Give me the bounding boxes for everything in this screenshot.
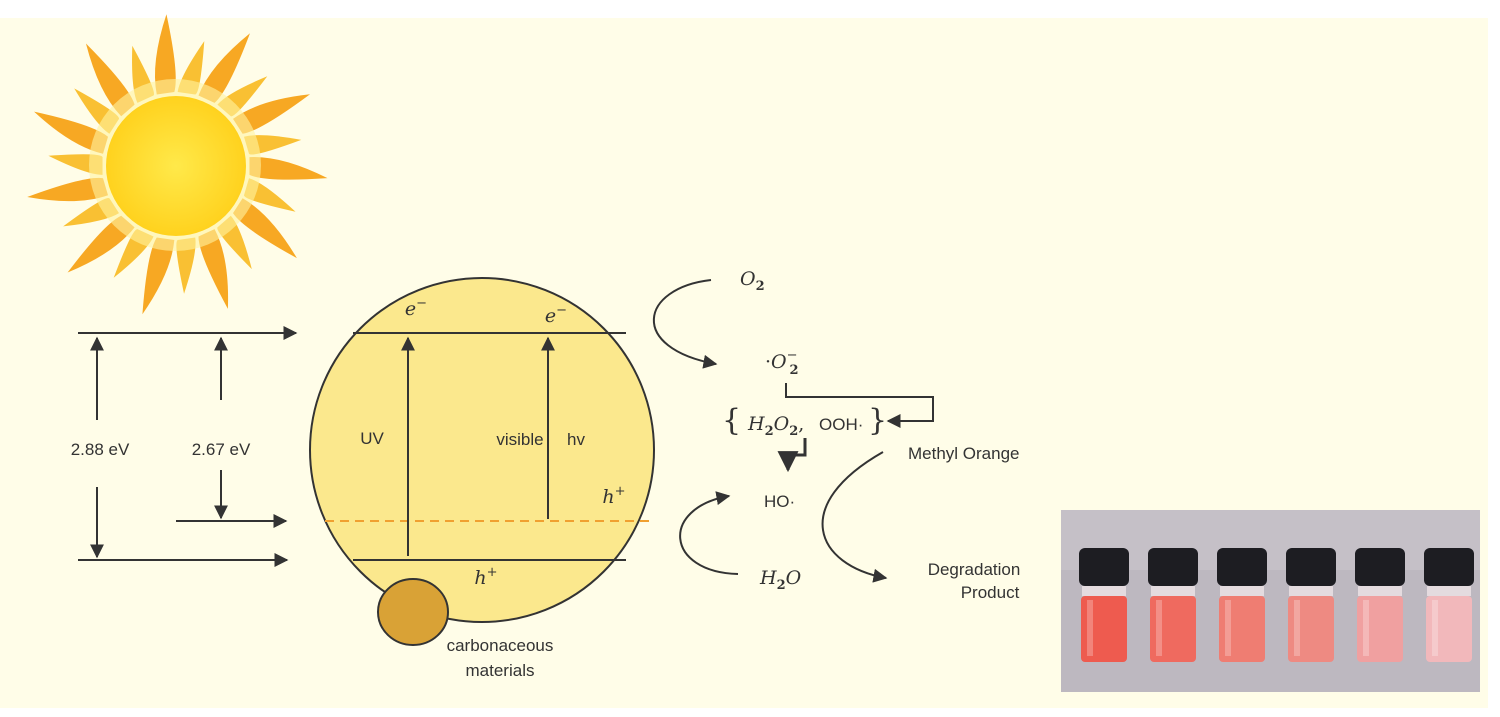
- sun-ray: [198, 33, 250, 103]
- vial-solution: [1081, 596, 1127, 662]
- carbon-label-line1: carbonaceous: [447, 636, 554, 655]
- vial-cap: [1148, 548, 1198, 586]
- vial-solution: [1150, 596, 1196, 662]
- vial-solution: [1357, 596, 1403, 662]
- visible-label: visible: [496, 430, 543, 449]
- brace-right: }: [868, 403, 887, 438]
- band-gap-arrows: 2.88 eV 2.67 eV: [71, 326, 298, 567]
- uv-label: UV: [360, 429, 384, 448]
- sun-ray: [249, 157, 328, 180]
- vial-cap: [1424, 548, 1474, 586]
- sun-ray: [27, 177, 109, 202]
- vial-solution: [1426, 596, 1472, 662]
- band-gap-label-2: 2.67 eV: [192, 440, 251, 459]
- ooh-label: OOH·: [819, 415, 863, 434]
- degradation-label-line1: Degradation: [928, 560, 1021, 579]
- vial-cap: [1079, 548, 1129, 586]
- vials-photo: [1061, 510, 1480, 692]
- h2o2-to-ho-arrow: [777, 438, 807, 473]
- sun-ray: [198, 229, 229, 309]
- sun-ray: [154, 14, 176, 95]
- ho-label: HO·: [764, 492, 795, 511]
- vial: [1355, 548, 1405, 662]
- band-gap-label-1: 2.88 eV: [71, 440, 130, 459]
- sun-ray: [233, 94, 311, 134]
- carbon-particle: [377, 578, 449, 646]
- vial: [1079, 548, 1129, 662]
- vial: [1148, 548, 1198, 662]
- vial-cap: [1355, 548, 1405, 586]
- sun-ray: [34, 111, 109, 154]
- carbon-label-line2: materials: [466, 661, 535, 680]
- sun-ray: [176, 237, 196, 294]
- methyl-orange-label: Methyl Orange: [908, 444, 1020, 463]
- hv-label: hv: [567, 430, 585, 449]
- o2-reduction-arrow: [652, 279, 718, 369]
- sun-ray: [48, 154, 103, 175]
- brace-left: {: [722, 403, 741, 438]
- vial-cap: [1286, 548, 1336, 586]
- superoxide-to-h2o2-arrow: [785, 383, 934, 428]
- sun-ray: [233, 198, 297, 259]
- vial-solution: [1288, 596, 1334, 662]
- vial-cap: [1217, 548, 1267, 586]
- sun-ray: [67, 215, 135, 273]
- degradation-label-line2: Product: [961, 583, 1020, 602]
- vial: [1286, 548, 1336, 662]
- photocatalyst-particle: e− e− UV visible hv h+ h+: [309, 277, 655, 646]
- vial: [1217, 548, 1267, 662]
- sun-ray: [142, 237, 175, 315]
- degradation-arrow: [821, 451, 888, 583]
- vial: [1424, 548, 1474, 662]
- vial-solution: [1219, 596, 1265, 662]
- sun-icon: [27, 14, 328, 315]
- h2o-oxidation-arrow: [679, 491, 739, 575]
